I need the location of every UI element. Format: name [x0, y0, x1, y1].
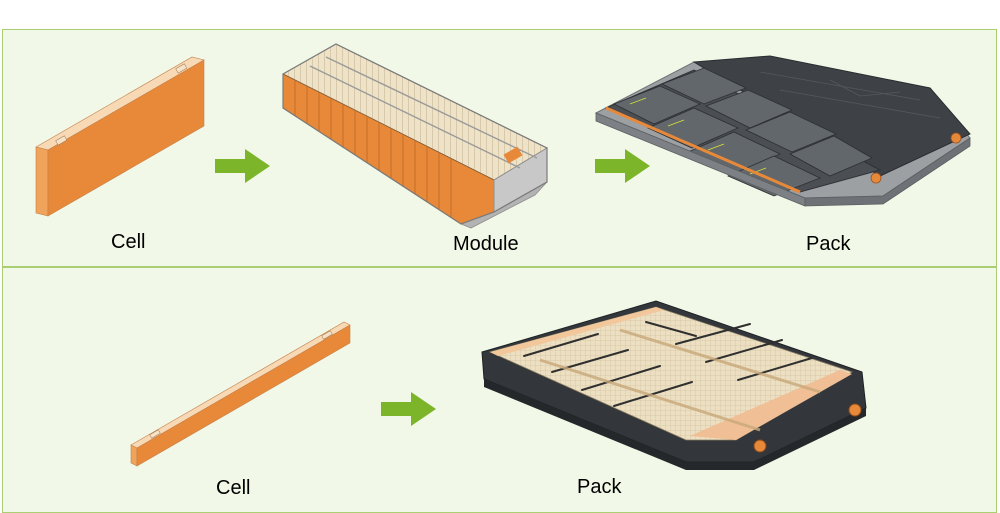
cell-top-image	[35, 56, 205, 217]
cell-label-bottom: Cell	[216, 477, 251, 499]
pack-bottom-image	[481, 300, 867, 470]
cell-bottom-image	[130, 321, 351, 467]
pack-top-image	[594, 55, 971, 207]
cell-label-top: Cell	[111, 231, 146, 253]
pack-label-top: Pack	[806, 233, 851, 255]
module-image	[281, 43, 549, 229]
module-label: Module	[453, 233, 519, 255]
pack-label-bottom: Pack	[577, 476, 622, 498]
arrow-icon	[595, 149, 650, 183]
arrow-icon	[381, 392, 436, 426]
arrow-icon	[215, 149, 270, 183]
